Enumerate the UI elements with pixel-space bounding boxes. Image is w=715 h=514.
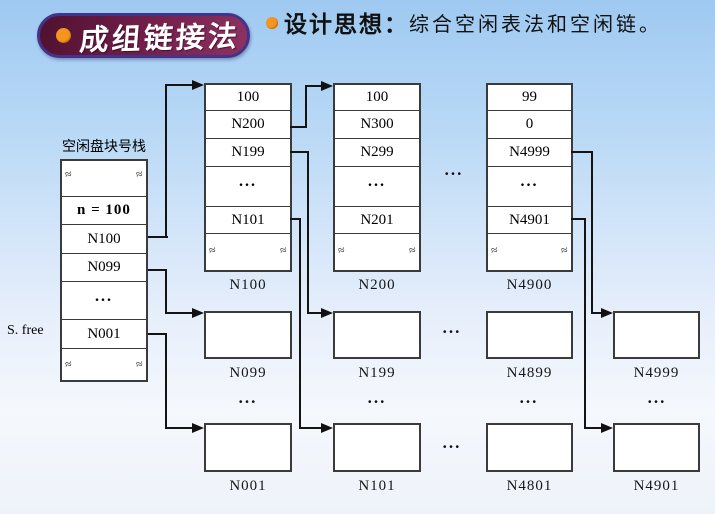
stack-break-cell: ≈ ≈ (62, 349, 146, 380)
break-mark: ≈ (135, 356, 145, 372)
table-label: N100 (229, 277, 267, 293)
break-mark: ≈ (489, 242, 499, 258)
table-break-cell: ≈ ≈ (488, 234, 571, 270)
break-mark: ≈ (63, 356, 73, 372)
break-mark: ≈ (279, 242, 289, 258)
leaf-box-label: N4801 (506, 478, 553, 494)
leaf-box-n4901 (613, 423, 700, 472)
table-cell: N4901 (488, 207, 571, 234)
stack-side-label: S. free (7, 323, 44, 338)
stack-title: 空闲盘块号栈 (62, 140, 146, 155)
stack-cell: N099 (62, 254, 146, 282)
table-cell-count: 100 (335, 85, 419, 111)
leaf-box-label: N199 (358, 365, 396, 381)
group-table-n100: 100 N200 N199 ... N101 ≈ ≈ (204, 83, 292, 272)
leaf-box-label: N4899 (506, 365, 553, 381)
ellipsis: ... (647, 388, 667, 407)
leaf-box-n199 (333, 311, 421, 359)
design-idea-label: 设计思想： (284, 12, 409, 37)
leaf-box-label: N001 (229, 478, 267, 494)
table-cell: N101 (206, 207, 290, 234)
table-cell-ellipsis: ... (206, 167, 290, 207)
table-cell: N200 (206, 111, 290, 139)
leaf-box-n001 (204, 423, 292, 472)
ellipsis: ... (442, 318, 462, 337)
title-pill: 成组链接法 (37, 13, 250, 58)
arrowhead-icon (601, 308, 613, 318)
leaf-box-n101 (333, 423, 421, 472)
break-mark: ≈ (207, 242, 217, 258)
leaf-box-label: N4901 (633, 478, 680, 494)
table-label: N4900 (506, 277, 553, 293)
leaf-box-n099 (204, 311, 292, 359)
table-cell-ellipsis: ... (488, 167, 571, 207)
table-cell: N299 (335, 139, 419, 167)
bullet-icon (266, 17, 278, 29)
arrowhead-icon (192, 308, 204, 318)
ellipsis: ... (442, 433, 462, 452)
ellipsis: ... (519, 388, 539, 407)
leaf-box-n4999 (613, 311, 700, 359)
table-cell: N201 (335, 207, 419, 234)
arrowhead-icon (321, 308, 333, 318)
ellipsis: ... (238, 388, 258, 407)
table-cell: 0 (488, 111, 571, 139)
design-idea-line: 设计思想： 综合空闲表法和空闲链。 (266, 5, 662, 39)
page-title: 成组链接法 (78, 20, 242, 57)
leaf-box-n4801 (486, 423, 573, 472)
arrowhead-icon (192, 80, 204, 90)
stack-cell: N100 (62, 225, 146, 254)
leaf-box-label: N4999 (633, 365, 680, 381)
design-idea-text: 综合空闲表法和空闲链。 (409, 13, 662, 36)
stack-cell: N001 (62, 320, 146, 349)
arrowhead-icon (192, 423, 204, 433)
break-mark: ≈ (560, 242, 570, 258)
table-cell: N199 (206, 139, 290, 167)
arrowhead-icon (321, 423, 333, 433)
free-block-stack: ≈ ≈ n = 100 N100 N099 ... N001 ≈ ≈ (60, 159, 148, 382)
leaf-box-label: N099 (229, 365, 267, 381)
bullet-icon (56, 28, 71, 43)
table-break-cell: ≈ ≈ (206, 234, 290, 270)
table-cell-count: 100 (206, 85, 290, 111)
table-label: N200 (358, 277, 396, 293)
stack-cell-ellipsis: ... (62, 282, 146, 320)
break-mark: ≈ (63, 166, 73, 182)
table-cell: N300 (335, 111, 419, 139)
stack-cell-count: n = 100 (62, 197, 146, 225)
table-cell-ellipsis: ... (335, 167, 419, 207)
leaf-box-n4899 (486, 311, 573, 359)
break-mark: ≈ (408, 242, 418, 258)
leaf-box-label: N101 (358, 478, 396, 494)
group-table-n4900: 99 0 N4999 ... N4901 ≈ ≈ (486, 83, 573, 272)
stack-break-cell: ≈ ≈ (62, 161, 146, 197)
table-cell: N4999 (488, 139, 571, 167)
break-mark: ≈ (336, 242, 346, 258)
ellipsis: ... (444, 160, 464, 179)
arrowhead-icon (321, 81, 333, 91)
ellipsis: ... (367, 388, 387, 407)
group-table-n200: 100 N300 N299 ... N201 ≈ ≈ (333, 83, 421, 272)
arrowhead-icon (601, 423, 613, 433)
table-break-cell: ≈ ≈ (335, 234, 419, 270)
break-mark: ≈ (135, 166, 145, 182)
table-cell-count: 99 (488, 85, 571, 111)
